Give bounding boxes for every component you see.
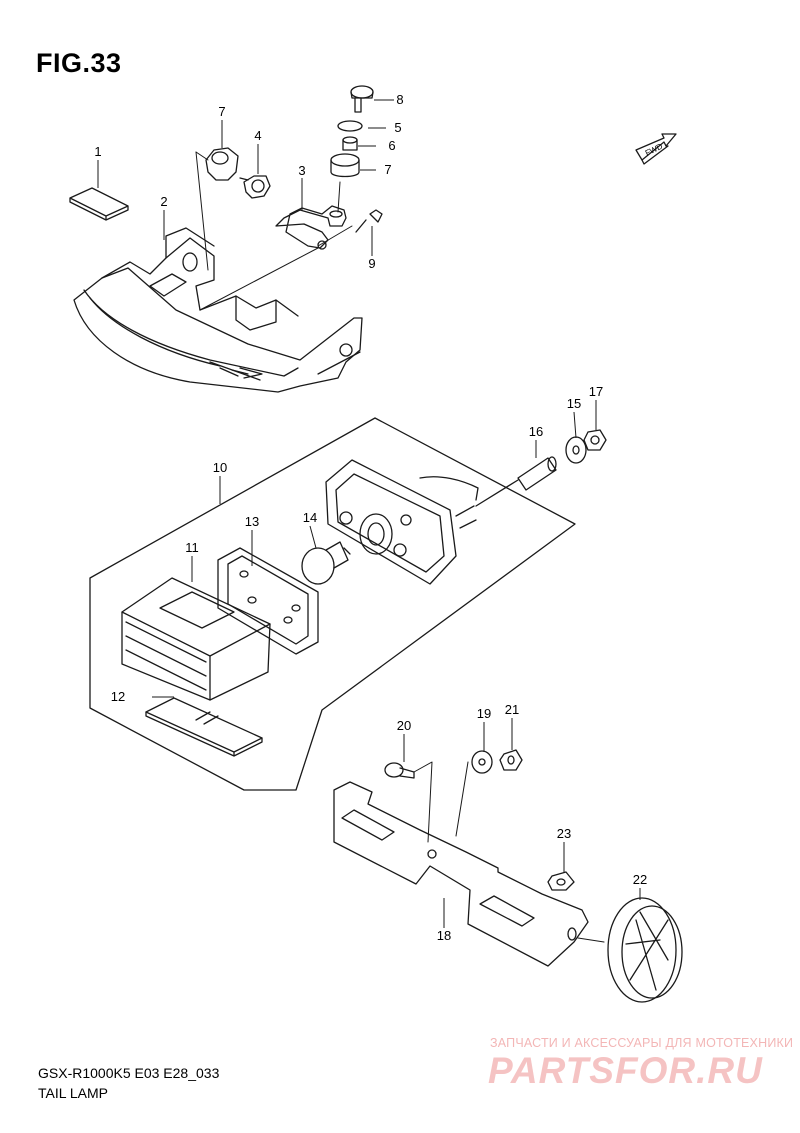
part-19-washer	[471, 750, 493, 774]
part-14-bulb	[301, 541, 351, 585]
part-11-lens	[121, 577, 271, 701]
callout-22: 22	[633, 872, 647, 887]
part-23-nut	[547, 871, 575, 891]
part-8-screw	[350, 85, 374, 113]
watermark-tagline: ЗАПЧАСТИ И АКСЕССУАРЫ ДЛЯ МОТОТЕХНИКИ	[490, 1036, 794, 1050]
part-21-nut	[499, 749, 523, 771]
callout-21: 21	[505, 702, 519, 717]
callout-2: 2	[160, 194, 167, 209]
fwd-label: FWD	[644, 142, 665, 158]
part-17-nut	[583, 429, 607, 451]
watermark-brand-logo: PARTSFOR.RU	[488, 1050, 763, 1091]
callout-3: 3	[298, 163, 305, 178]
part-2-tail-lamp-assembly	[73, 227, 363, 393]
part-3-bracket	[275, 205, 347, 250]
part-20-bolt	[384, 762, 415, 779]
callout-7-upper: 7	[218, 104, 225, 119]
part-4-bolt	[239, 175, 271, 199]
assembly-leaders-upper	[195, 151, 353, 311]
part-18-license-bracket	[333, 781, 589, 967]
callout-4: 4	[254, 128, 261, 143]
assembly-leaders-lower	[413, 761, 605, 943]
callout-1: 1	[94, 144, 101, 159]
part-7-grommet-left	[205, 147, 239, 181]
callout-7-right: 7	[384, 162, 391, 177]
callout-8: 8	[396, 92, 403, 107]
callout-11: 11	[185, 540, 199, 555]
callout-10: 10	[213, 460, 227, 475]
callout-14: 14	[303, 510, 317, 525]
part-22-reflector	[607, 897, 683, 1003]
figure-title: FIG.33	[36, 48, 122, 78]
fwd-arrow-icon	[635, 133, 677, 165]
callout-19: 19	[477, 706, 491, 721]
callout-6: 6	[388, 138, 395, 153]
part-5-washer	[337, 120, 363, 132]
callout-20: 20	[397, 718, 411, 733]
part-16-spacer	[517, 456, 557, 491]
callout-15: 15	[567, 396, 581, 411]
part-12-plate	[145, 697, 263, 757]
part-9-screw	[355, 209, 383, 233]
callout-9: 9	[368, 256, 375, 271]
callout-17: 17	[589, 384, 603, 399]
part-15-washer	[565, 436, 587, 464]
callout-23: 23	[557, 826, 571, 841]
lamp-housing	[325, 459, 519, 585]
part-1-label	[69, 187, 129, 221]
part-6-collar	[342, 136, 358, 151]
callout-12: 12	[111, 689, 125, 704]
callout-18: 18	[437, 928, 451, 943]
callout-16: 16	[529, 424, 543, 439]
callout-5: 5	[394, 120, 401, 135]
callout-13: 13	[245, 514, 259, 529]
footer-model-code: GSX-R1000K5 E03 E28_033	[38, 1065, 220, 1081]
callout-leaders	[97, 99, 641, 928]
part-10-tail-light-kit-frame	[89, 417, 576, 791]
part-7-grommet-right	[330, 153, 360, 178]
footer-section-name: TAIL LAMP	[38, 1085, 109, 1101]
part-13-gasket	[217, 547, 319, 655]
